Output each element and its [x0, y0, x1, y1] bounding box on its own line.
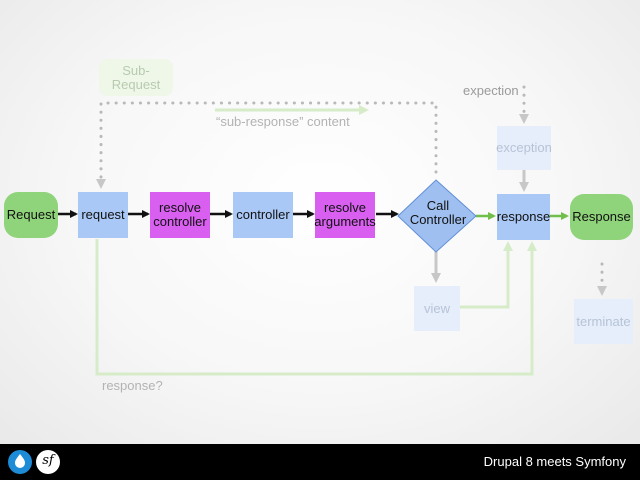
arrow-request-to-response: [95, 239, 537, 376]
sub-request-dotted-loop: [96, 101, 438, 189]
response-node: response: [497, 194, 550, 240]
request-node: request: [78, 192, 128, 238]
resolve-controller-node: resolve controller: [150, 192, 210, 238]
footer-bar: sf Drupal 8 meets Symfony: [0, 444, 640, 480]
symfony-logo-icon: sf: [36, 450, 60, 474]
arrow-view-to-response: [460, 241, 513, 309]
response-end-node: Response: [570, 194, 633, 240]
request-start-node: Request: [4, 192, 58, 238]
diagram-connectors: [57, 85, 607, 376]
expection-label: expection: [463, 83, 519, 98]
sub-request-node: Sub-Request: [99, 59, 173, 96]
terminate-node: terminate: [574, 299, 633, 344]
diagram-canvas: Sub-Request Request request resolve cont…: [0, 0, 640, 444]
symfony-logo-glyph: sf: [42, 453, 54, 468]
call-controller-label: Call Controller: [409, 198, 467, 227]
footer-title: Drupal 8 meets Symfony: [483, 454, 626, 469]
drupal-logo-icon: [8, 450, 32, 474]
view-node: view: [414, 286, 460, 331]
response-question-label: response?: [102, 378, 163, 393]
sub-response-content-label: “sub-response” content: [216, 114, 350, 129]
resolve-arguments-node: resolve arguments: [314, 192, 376, 238]
controller-node: controller: [233, 192, 293, 238]
call-controller-diamond: [397, 179, 477, 253]
exception-node: exception: [496, 126, 552, 170]
